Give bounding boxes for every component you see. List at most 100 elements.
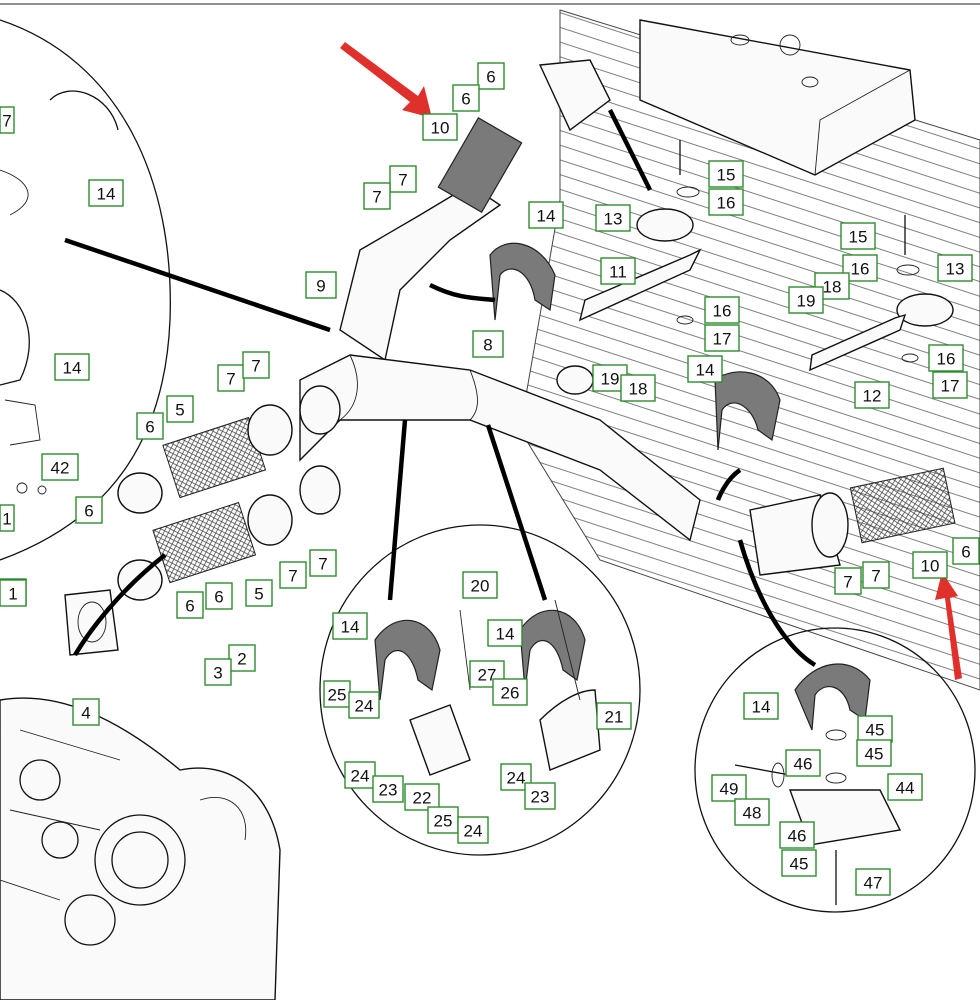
callout-box (41, 453, 79, 481)
callout-number: 44 (896, 779, 915, 798)
clamp-mid-left (0, 289, 30, 386)
callout-number: 19 (797, 292, 816, 311)
callout-number: 10 (431, 119, 450, 138)
callout-label-13: 13 (595, 204, 631, 232)
callout-number: 25 (328, 686, 347, 705)
callout-label-17: 17 (704, 324, 740, 352)
callout-number: 14 (63, 359, 82, 378)
callout-box (404, 783, 440, 811)
pipe-top-end (538, 59, 611, 132)
detail-circle-right (694, 627, 976, 913)
y-pipe-assembly (64, 59, 956, 656)
callout-box (734, 798, 770, 826)
bracket-21 (539, 689, 601, 771)
callout-number: 7 (871, 567, 880, 586)
callout-box (344, 761, 376, 789)
callout-box (452, 84, 480, 112)
callout-box (912, 551, 948, 579)
callout-label-42: 42 (41, 453, 79, 481)
callout-number: 7 (288, 567, 297, 586)
callout-label-5: 5 (166, 395, 194, 423)
bracket-22 (409, 704, 471, 776)
callout-box (348, 691, 380, 719)
callout-box (88, 179, 124, 207)
callout-label-1: 1 (0, 579, 27, 607)
callout-box (427, 806, 459, 834)
clamp-top-left (49, 90, 119, 131)
clamp-ring-6a (117, 472, 163, 514)
flex-hose-10-top (437, 117, 523, 213)
callout-label-17: 17 (932, 371, 968, 399)
clamp-ring-7b (247, 494, 293, 546)
callout-label-48: 48 (734, 798, 770, 826)
callout-label-14: 14 (528, 201, 564, 229)
callout-box (166, 395, 194, 423)
callout-box (332, 612, 368, 640)
callout-label-13: 13 (937, 254, 973, 282)
callout-number: 5 (254, 585, 263, 604)
callout-box (492, 678, 528, 706)
clamp-14c (489, 242, 556, 321)
callout-label-14: 14 (332, 612, 368, 640)
callout-label-26: 26 (492, 678, 528, 706)
callout-label-49: 49 (711, 774, 747, 802)
callout-label-7: 7 (862, 561, 890, 589)
callout-box (711, 774, 747, 802)
callout-number: 6 (185, 597, 194, 616)
engine (0, 697, 281, 1001)
callout-number: 46 (788, 827, 807, 846)
bracket-11 (578, 248, 702, 322)
callout-label-16: 16 (704, 296, 740, 324)
callout-box (596, 702, 632, 730)
callout-number: 6 (145, 418, 154, 437)
callout-box (305, 271, 337, 299)
callout-box (743, 692, 779, 720)
callout-box (0, 579, 27, 607)
callout-label-6: 6 (136, 412, 164, 440)
callout-box (952, 537, 980, 565)
callout-label-7: 7 (389, 165, 417, 193)
callout-number: 19 (601, 370, 620, 389)
callout-box (887, 773, 923, 801)
callout-label-44: 44 (887, 773, 923, 801)
flex-hose-10-right (849, 467, 956, 544)
callout-box (600, 257, 636, 285)
callout-label-16: 16 (928, 344, 964, 372)
callout-number: 16 (937, 350, 956, 369)
callout-number: 7 (372, 188, 381, 207)
callout-box (477, 62, 505, 90)
callout-label-5: 5 (245, 579, 273, 607)
callout-number: 14 (496, 625, 515, 644)
clamp-14d (714, 371, 781, 451)
callout-box (205, 582, 233, 610)
callout-box (708, 160, 744, 188)
callout-label-14: 14 (54, 353, 90, 381)
callout-label-21: 21 (596, 702, 632, 730)
callout-box (834, 567, 862, 595)
callout-label-6: 6 (452, 84, 480, 112)
callout-number: 4 (81, 704, 90, 723)
red-arrows (340, 42, 962, 680)
callout-label-24: 24 (457, 816, 489, 844)
clamp-13a (636, 208, 694, 242)
callout-label-18: 18 (620, 374, 656, 402)
callout-number: 14 (752, 698, 771, 717)
callout-label-16: 16 (708, 188, 744, 216)
callout-box (462, 571, 498, 599)
red-arrow-top (340, 42, 432, 118)
callout-label-22: 22 (404, 783, 440, 811)
callout-number: 6 (486, 68, 495, 87)
callout-number: 3 (213, 664, 222, 683)
callout-box (0, 504, 15, 532)
callout-label-45: 45 (857, 715, 893, 743)
callout-number: 23 (531, 788, 550, 807)
red-arrow-right (935, 572, 962, 680)
callout-label-20: 20 (462, 571, 498, 599)
callout-number: 13 (604, 210, 623, 229)
callout-number: 7 (251, 357, 260, 376)
callout-box (72, 698, 100, 726)
callout-number: 14 (341, 618, 360, 637)
callout-label-4: 4 (72, 698, 100, 726)
callout-box (862, 561, 890, 589)
callout-label-19: 19 (788, 286, 824, 314)
